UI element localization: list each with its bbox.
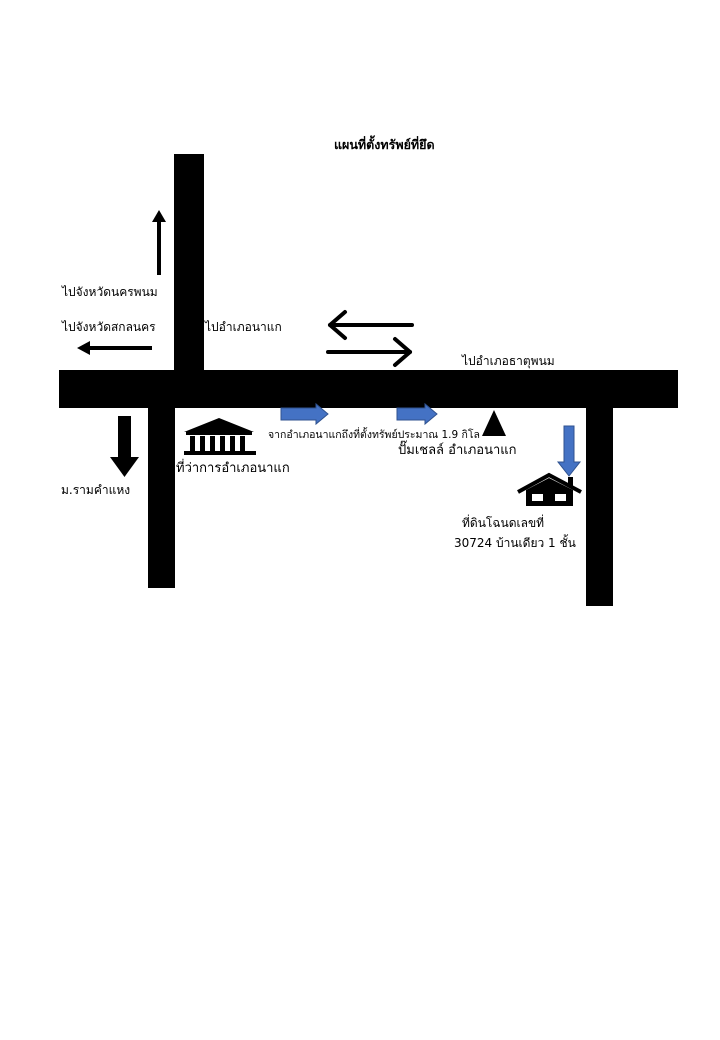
label-diesel-pump: ปั๊มเชลล์ อำเภอนาแก — [398, 443, 517, 458]
road-south-west — [148, 404, 175, 588]
government-building-icon — [184, 418, 256, 455]
route-arrow-down-icon — [556, 425, 582, 477]
label-to-nakhon-phanom: ไปจังหวัดนครพนม — [62, 285, 158, 299]
arrow-north-icon — [152, 210, 166, 275]
label-to-sakon-nakhon: ไปจังหวัดสกลนคร — [62, 320, 156, 334]
triangle-landmark-icon — [482, 410, 506, 436]
main-road-horizontal — [59, 370, 678, 408]
label-to-na-kae-district: ไปอำเภอนาแก — [205, 320, 282, 334]
route-arrow-icon — [280, 402, 329, 426]
label-property-line1: ที่ดินโฉนดเลขที่ — [462, 516, 545, 530]
map-title: แผนที่ตั้งทรัพย์ที่ยึด — [334, 137, 435, 152]
house-icon — [517, 472, 582, 506]
label-property-line2: 30724 บ้านเดียว 1 ชั้น — [454, 536, 576, 550]
road-to-property — [586, 404, 613, 606]
label-ram-khamhaeng: ม.รามคำแหง — [61, 483, 131, 497]
arrow-west-icon — [77, 341, 152, 355]
label-to-that-phanom: ไปอำเภอธาตุพนม — [462, 354, 555, 368]
label-distance-note: จากอำเภอนาแกถึงที่ตั้งทรัพย์ประมาณ 1.9 ก… — [268, 429, 480, 441]
road-north-to-nakhon-phanom — [174, 154, 204, 374]
arrow-south-icon — [110, 416, 139, 477]
label-district-office: ที่ว่าการอำเภอนาแก — [176, 461, 290, 476]
route-arrow-icon — [396, 402, 438, 426]
two-way-arrows-icon — [326, 310, 414, 367]
